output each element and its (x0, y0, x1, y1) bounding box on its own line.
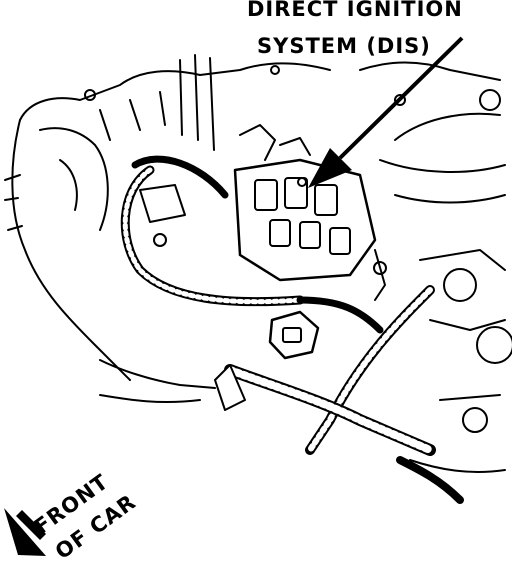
callout-label-line-2: SYSTEM (DIS) (257, 34, 431, 58)
connector (268, 310, 320, 360)
engine-block (4, 54, 331, 404)
wiring-harness (120, 155, 464, 504)
right-machinery (359, 61, 512, 473)
callout-arrow (308, 36, 464, 188)
front-of-car-arrow-icon (4, 508, 46, 556)
mounting-hardware (84, 65, 406, 275)
dis-module (233, 124, 386, 301)
callout-label-line-1: DIRECT IGNITION (247, 0, 463, 21)
